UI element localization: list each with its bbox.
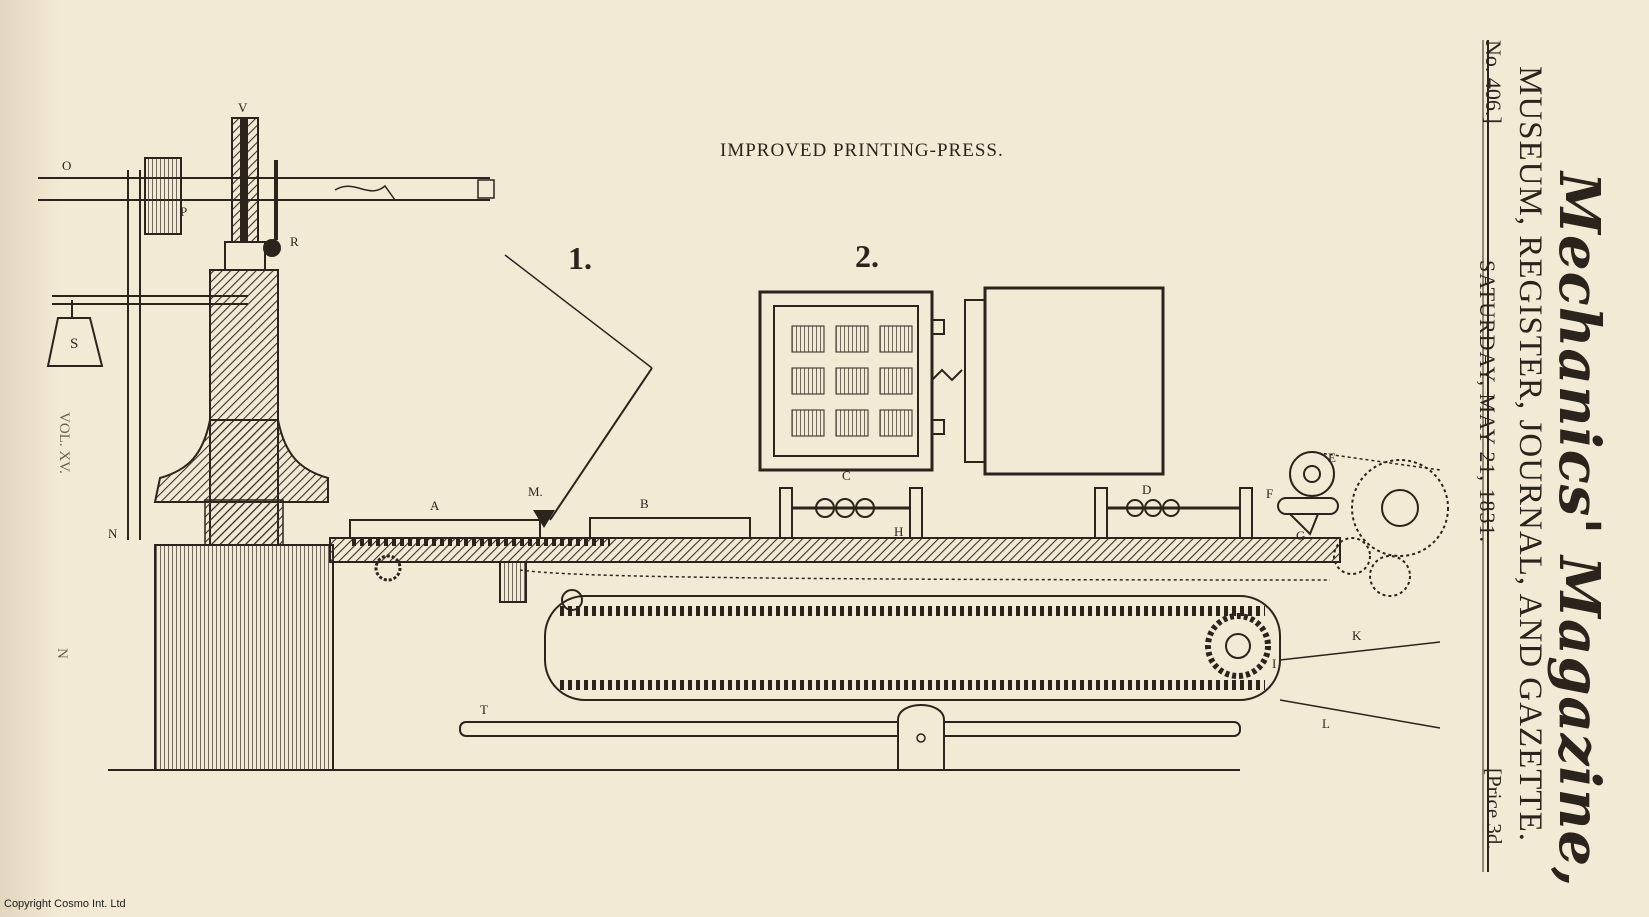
copyright-notice: Copyright Cosmo Int. Ltd	[4, 898, 126, 910]
signature-mark: N	[54, 648, 70, 659]
part-label-r: R	[290, 234, 299, 249]
plate-title: IMPROVED PRINTING-PRESS.	[720, 140, 1004, 161]
stand-d	[1094, 487, 1108, 539]
platen	[153, 419, 329, 503]
forme-a	[349, 519, 541, 539]
stand-c-right	[909, 487, 923, 539]
part-label-e: E	[1328, 450, 1336, 465]
lever-l	[1279, 699, 1441, 729]
part-label-m: M.	[528, 484, 543, 499]
part-label-t: T	[480, 702, 488, 717]
part-label-d: D	[1142, 482, 1152, 497]
roller-c2	[835, 498, 855, 518]
roller-d1	[1126, 499, 1144, 517]
pulley-large	[1351, 459, 1449, 557]
guide-wheel	[561, 589, 583, 611]
volume-label: VOL. XV.	[56, 412, 72, 474]
pulley-large-hub	[1381, 489, 1419, 527]
column-cap	[224, 241, 266, 271]
cog-left	[374, 554, 402, 582]
pulley-small-2	[1369, 555, 1411, 597]
chase-hinges	[931, 319, 963, 435]
issue-price: [Price 3d.	[1482, 768, 1506, 850]
part-label-i: I	[1272, 656, 1277, 671]
rack-chain-lower	[560, 680, 1265, 690]
part-label-p: P	[180, 204, 188, 219]
stand-c	[779, 487, 793, 539]
frisket-arm-2	[549, 367, 653, 521]
issue-number: No. 406.]	[1481, 40, 1506, 124]
forme-b	[589, 517, 751, 539]
treadle-pivot	[897, 704, 945, 771]
roller-c3	[855, 498, 875, 518]
part-label-c: C	[842, 468, 851, 483]
trough-f	[1277, 497, 1339, 515]
part-label-a: A	[430, 498, 440, 513]
pulley-small-1	[1333, 537, 1371, 575]
rack-chain	[560, 606, 1265, 616]
treadle-pivot-hole	[916, 733, 926, 743]
part-label-h: H	[894, 524, 904, 539]
ink-roller-e-hub	[1303, 465, 1321, 483]
platen-base	[204, 499, 284, 546]
press-pedestal	[154, 544, 334, 771]
frisket-hinge	[533, 510, 555, 528]
roller-d3	[1162, 499, 1180, 517]
part-label-b: B	[640, 496, 649, 511]
roller-d2	[1144, 499, 1162, 517]
trough-g	[1289, 513, 1319, 536]
pinion	[1205, 613, 1271, 679]
type-pages	[791, 325, 913, 437]
figure-1-label: 1.	[568, 240, 592, 276]
part-label-v: V	[238, 100, 248, 115]
part-label-k: K	[1352, 628, 1362, 643]
figure-2-label: 2.	[855, 238, 879, 274]
part-label-g: G	[1296, 528, 1306, 543]
tympan-frame	[983, 286, 1165, 476]
page-edge-shadow	[0, 0, 60, 917]
treadle-t	[459, 721, 1241, 737]
spindle-core	[240, 118, 248, 242]
part-label-n: N	[108, 526, 118, 541]
beam-scroll	[334, 184, 396, 201]
beam-end	[477, 179, 495, 199]
pinion-hub	[1225, 633, 1251, 659]
lever-ball	[263, 239, 281, 257]
chase-inner	[773, 305, 919, 457]
lever-k	[1279, 641, 1441, 661]
frisket-arm	[504, 254, 653, 369]
stand-d-right	[1239, 487, 1253, 539]
part-label-f: F	[1266, 486, 1274, 501]
weight-s	[46, 317, 104, 367]
roller-c1	[815, 498, 835, 518]
bed-bracket	[499, 561, 527, 603]
block-p	[144, 157, 182, 235]
part-label-s: S	[70, 336, 79, 352]
bed-rack	[350, 538, 610, 546]
part-label-o: O	[62, 158, 72, 173]
masthead-subtitle: MUSEUM, REGISTER, JOURNAL, AND GAZETTE.	[1512, 66, 1548, 842]
rack-frame	[544, 595, 1281, 701]
part-label-l: L	[1322, 716, 1330, 731]
issue-date: SATURDAY, MAY 21, 1831.	[1475, 260, 1500, 543]
masthead-title: Mechanics' Magazine,	[1546, 172, 1612, 888]
tympan-hinge	[964, 299, 985, 463]
